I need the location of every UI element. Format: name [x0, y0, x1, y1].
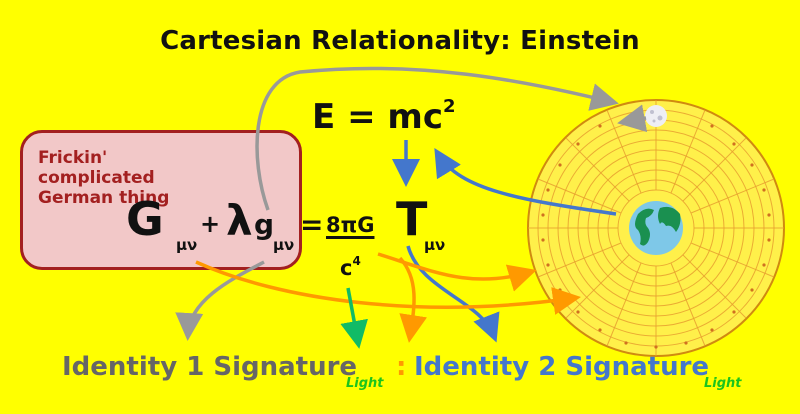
- identity2-signature: Identity 2 Signature: [414, 352, 710, 382]
- page-title: Cartesian Relationality: Einstein: [160, 26, 640, 56]
- fraction-denominator: c4: [340, 254, 361, 280]
- lambda-symbol: λ: [226, 196, 253, 245]
- metric-tensor-subscript: μν: [273, 236, 295, 254]
- annotation-box: [20, 130, 302, 270]
- einstein-tensor-symbol: G: [126, 192, 164, 246]
- emc-base: E = mc: [312, 97, 443, 137]
- denominator-exponent: 4: [352, 254, 361, 268]
- annotation-label: Frickin' complicated German thing: [38, 148, 170, 208]
- plus-sign: +: [200, 210, 221, 238]
- identity-separator: :: [396, 352, 407, 382]
- denominator-base: c: [340, 256, 353, 280]
- light-label-1: Light: [346, 376, 384, 391]
- gray-arrow-moon-back: [617, 104, 648, 133]
- equals-sign: =: [300, 208, 324, 241]
- moon-icon: [645, 105, 667, 127]
- blue-arrow-earth-to-emc: [434, 148, 617, 216]
- blue-arrow-T-to-identity2: [406, 245, 500, 343]
- fraction-numerator: 8πG: [326, 213, 375, 237]
- metric-tensor-symbol: g: [254, 208, 275, 241]
- green-arrow-c4-to-light: [340, 287, 368, 349]
- orange-arrow-G-to-grid: [195, 260, 581, 315]
- stress-energy-tensor-subscript: μν: [424, 236, 446, 254]
- earth-icon: [629, 201, 683, 255]
- orange-arrow-frac-to-colon: [398, 256, 428, 343]
- stress-energy-tensor-symbol: T: [396, 192, 428, 246]
- einstein-tensor-subscript: μν: [176, 236, 198, 254]
- emc-exponent: 2: [442, 96, 456, 117]
- mass-energy-equation: E = mc2: [312, 96, 456, 137]
- light-label-2: Light: [704, 376, 742, 391]
- identity1-signature: Identity 1 Signature: [62, 352, 358, 382]
- orange-arrow-frac-to-grid: [377, 252, 537, 292]
- gray-arrow-to-identity1: [175, 260, 265, 341]
- gray-arrow-to-moon: [255, 66, 619, 211]
